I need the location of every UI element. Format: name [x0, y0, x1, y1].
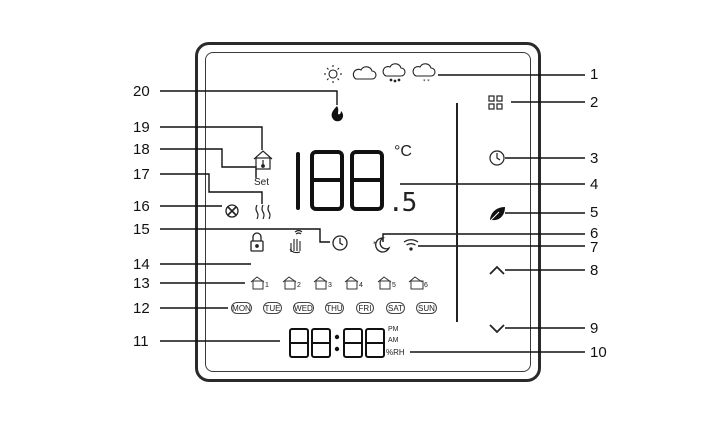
moon-icon: * — [373, 237, 391, 253]
callout-3: 3 — [590, 150, 599, 167]
svg-text:* *: * * — [423, 79, 430, 85]
lock-icon[interactable] — [250, 232, 264, 252]
callout-12: 12 — [133, 300, 150, 317]
hand-icon — [289, 229, 303, 254]
cloud-icon — [352, 66, 377, 80]
chevron-up-icon[interactable] — [489, 265, 505, 275]
heat-waves-icon — [255, 204, 271, 220]
callout-6: 6 — [590, 225, 599, 242]
day-mon: MON — [231, 302, 252, 314]
callout-17: 17 — [133, 166, 150, 183]
callout-9: 9 — [590, 320, 599, 337]
callout-10: 10 — [590, 344, 607, 361]
callout-4: 4 — [590, 176, 599, 193]
leader-6 — [382, 233, 585, 242]
temperature-unit: °C — [394, 143, 412, 160]
flame-icon — [331, 106, 344, 122]
period-1-icon — [250, 276, 265, 290]
callout-20: 20 — [133, 83, 150, 100]
clock-icon[interactable] — [489, 150, 505, 166]
day-thu: THU — [325, 302, 344, 314]
leader-15 — [160, 228, 330, 243]
period-icons — [250, 276, 424, 290]
period-2-icon — [282, 276, 297, 290]
fan-icon — [225, 204, 239, 218]
timer-icon — [332, 235, 348, 251]
temperature-decimal: .5 — [388, 188, 417, 218]
callout-1: 1 — [590, 66, 599, 83]
chevron-down-icon[interactable] — [489, 324, 505, 334]
callout-8: 8 — [590, 262, 599, 279]
period-1-label: 1 — [265, 282, 269, 289]
callout-2: 2 — [590, 94, 599, 111]
day-sun: SUN — [416, 302, 437, 314]
period-6-label: 6 — [424, 282, 428, 289]
callout-11: 11 — [133, 333, 149, 350]
snow-cloud-icon: * * — [412, 63, 436, 85]
house-thermometer-icon — [253, 150, 273, 170]
callout-15: 15 — [133, 221, 150, 238]
period-4-label: 4 — [359, 282, 363, 289]
day-fri: FRI — [356, 302, 374, 314]
period-6-icon — [408, 276, 424, 290]
callout-18: 18 — [133, 141, 150, 158]
leader-20 — [160, 90, 338, 105]
svg-text:*: * — [373, 240, 377, 248]
am-label: AM — [388, 337, 399, 344]
day-wed: WED — [293, 302, 314, 314]
leaf-icon[interactable] — [488, 207, 505, 223]
temperature-digits — [296, 150, 384, 211]
thermostat-panel — [195, 42, 541, 382]
day-sat: SAT — [386, 302, 405, 314]
callout-5: 5 — [590, 204, 599, 221]
clock-digits — [289, 328, 385, 358]
period-5-label: 5 — [392, 282, 396, 289]
period-3-icon — [313, 276, 328, 290]
rain-cloud-icon — [382, 63, 406, 83]
period-4-icon — [344, 276, 359, 290]
period-3-label: 3 — [328, 282, 332, 289]
grid-menu-icon[interactable] — [488, 95, 503, 110]
thermostat-screen — [205, 52, 531, 372]
sun-icon — [324, 65, 342, 83]
set-label: Set — [254, 177, 270, 188]
pm-label: PM — [388, 326, 399, 333]
period-5-icon — [377, 276, 392, 290]
wifi-icon — [403, 239, 419, 251]
callout-14: 14 — [133, 256, 150, 273]
day-tue: TUE — [263, 302, 282, 314]
callout-13: 13 — [133, 275, 150, 292]
callout-16: 16 — [133, 198, 150, 215]
callout-7: 7 — [590, 239, 599, 256]
period-2-label: 2 — [297, 282, 301, 289]
leader-18 — [160, 148, 257, 178]
leader-19 — [160, 126, 263, 150]
callout-19: 19 — [133, 119, 150, 136]
leader-17 — [160, 173, 263, 204]
rh-label: %RH — [386, 348, 405, 357]
